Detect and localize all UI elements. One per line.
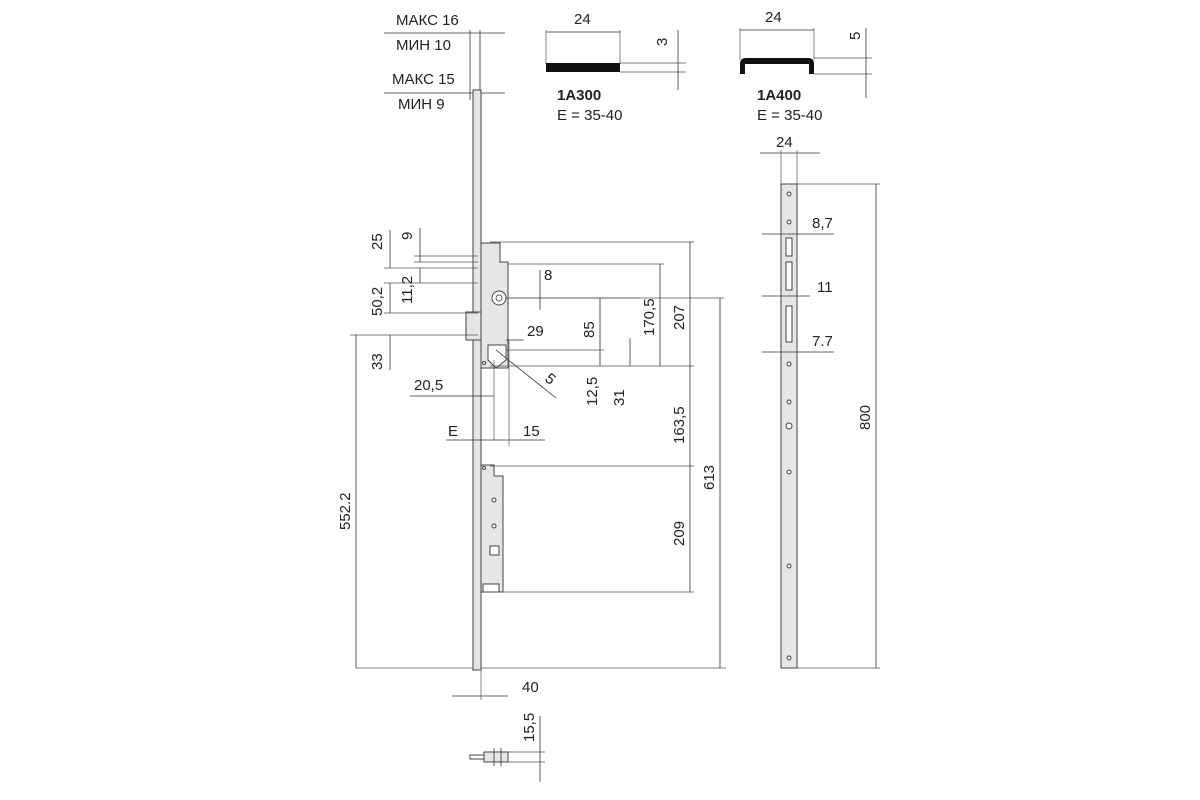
profile-1a400: 24 5 1A400 E = 35-40 [739, 9, 872, 124]
dim-50-2: 50,2 [369, 287, 386, 316]
a400-name: 1A400 [757, 87, 801, 104]
lower-square-hole [489, 545, 500, 556]
dim-11-2: 11,2 [399, 276, 416, 304]
lower-lock-case [480, 464, 504, 593]
a300-name: 1A300 [557, 87, 601, 104]
dim-15-5: 15,5 [521, 713, 538, 742]
dim-552-2: 552.2 [337, 492, 354, 530]
cylinder-cutout [487, 344, 507, 369]
dim-207: 207 [671, 305, 688, 330]
backset-notes: МАКС 16 МИН 10 МАКС 15 МИН 9 [384, 12, 505, 113]
dim-31: 31 [611, 389, 628, 406]
strip-dim-8-7: 8,7 [812, 215, 833, 232]
a300-strip-section [546, 63, 620, 72]
dim-209: 209 [671, 521, 688, 546]
spindle-hole [491, 290, 507, 306]
lower-bolt-slot [482, 583, 500, 593]
dim-85: 85 [581, 321, 598, 338]
dim-15: 15 [523, 423, 540, 440]
lock-front-view: 170,5 207 85 31 12,5 163,5 613 209 8 29 … [337, 89, 726, 782]
backset-max-1: МАКС 16 [396, 12, 459, 29]
latch-bolt [465, 311, 482, 341]
strip-length: 800 [857, 405, 874, 430]
dim-9: 9 [399, 232, 416, 240]
dim-29: 29 [527, 323, 544, 340]
upper-lock-case [480, 242, 509, 369]
dim-33: 33 [369, 353, 386, 370]
dim-8: 8 [544, 267, 552, 284]
dim-5: 5 [541, 370, 558, 388]
bolt-detail [483, 751, 509, 763]
dim-613: 613 [701, 465, 718, 490]
dim-20-5: 20,5 [414, 377, 443, 394]
a300-thickness: 3 [654, 38, 671, 46]
dim-40: 40 [522, 679, 539, 696]
a400-e: E = 35-40 [757, 107, 822, 124]
faceplate [472, 89, 482, 671]
a400-width: 24 [765, 9, 782, 26]
dim-170-5: 170,5 [641, 298, 658, 336]
strip-dim-7-7: 7.7 [812, 333, 833, 350]
profile-1a300: 24 3 1A300 E = 35-40 [545, 11, 686, 124]
a400-thickness: 5 [847, 32, 864, 40]
a300-width: 24 [574, 11, 591, 28]
strip-hole [786, 191, 792, 197]
a400-channel-section [740, 58, 814, 74]
strip-width: 24 [776, 134, 793, 151]
backset-min-1: МИН 10 [396, 37, 451, 54]
a300-e: E = 35-40 [557, 107, 622, 124]
dim-12-5: 12,5 [584, 377, 601, 406]
strip-side-view: 24 800 8,7 11 7.7 [760, 134, 880, 669]
strip-dim-11: 11 [817, 279, 833, 296]
dim-e: E [448, 423, 458, 440]
dim-25: 25 [369, 233, 386, 250]
backset-max-2: МАКС 15 [392, 71, 455, 88]
dim-163-5: 163,5 [671, 406, 688, 444]
backset-min-2: МИН 9 [398, 96, 445, 113]
